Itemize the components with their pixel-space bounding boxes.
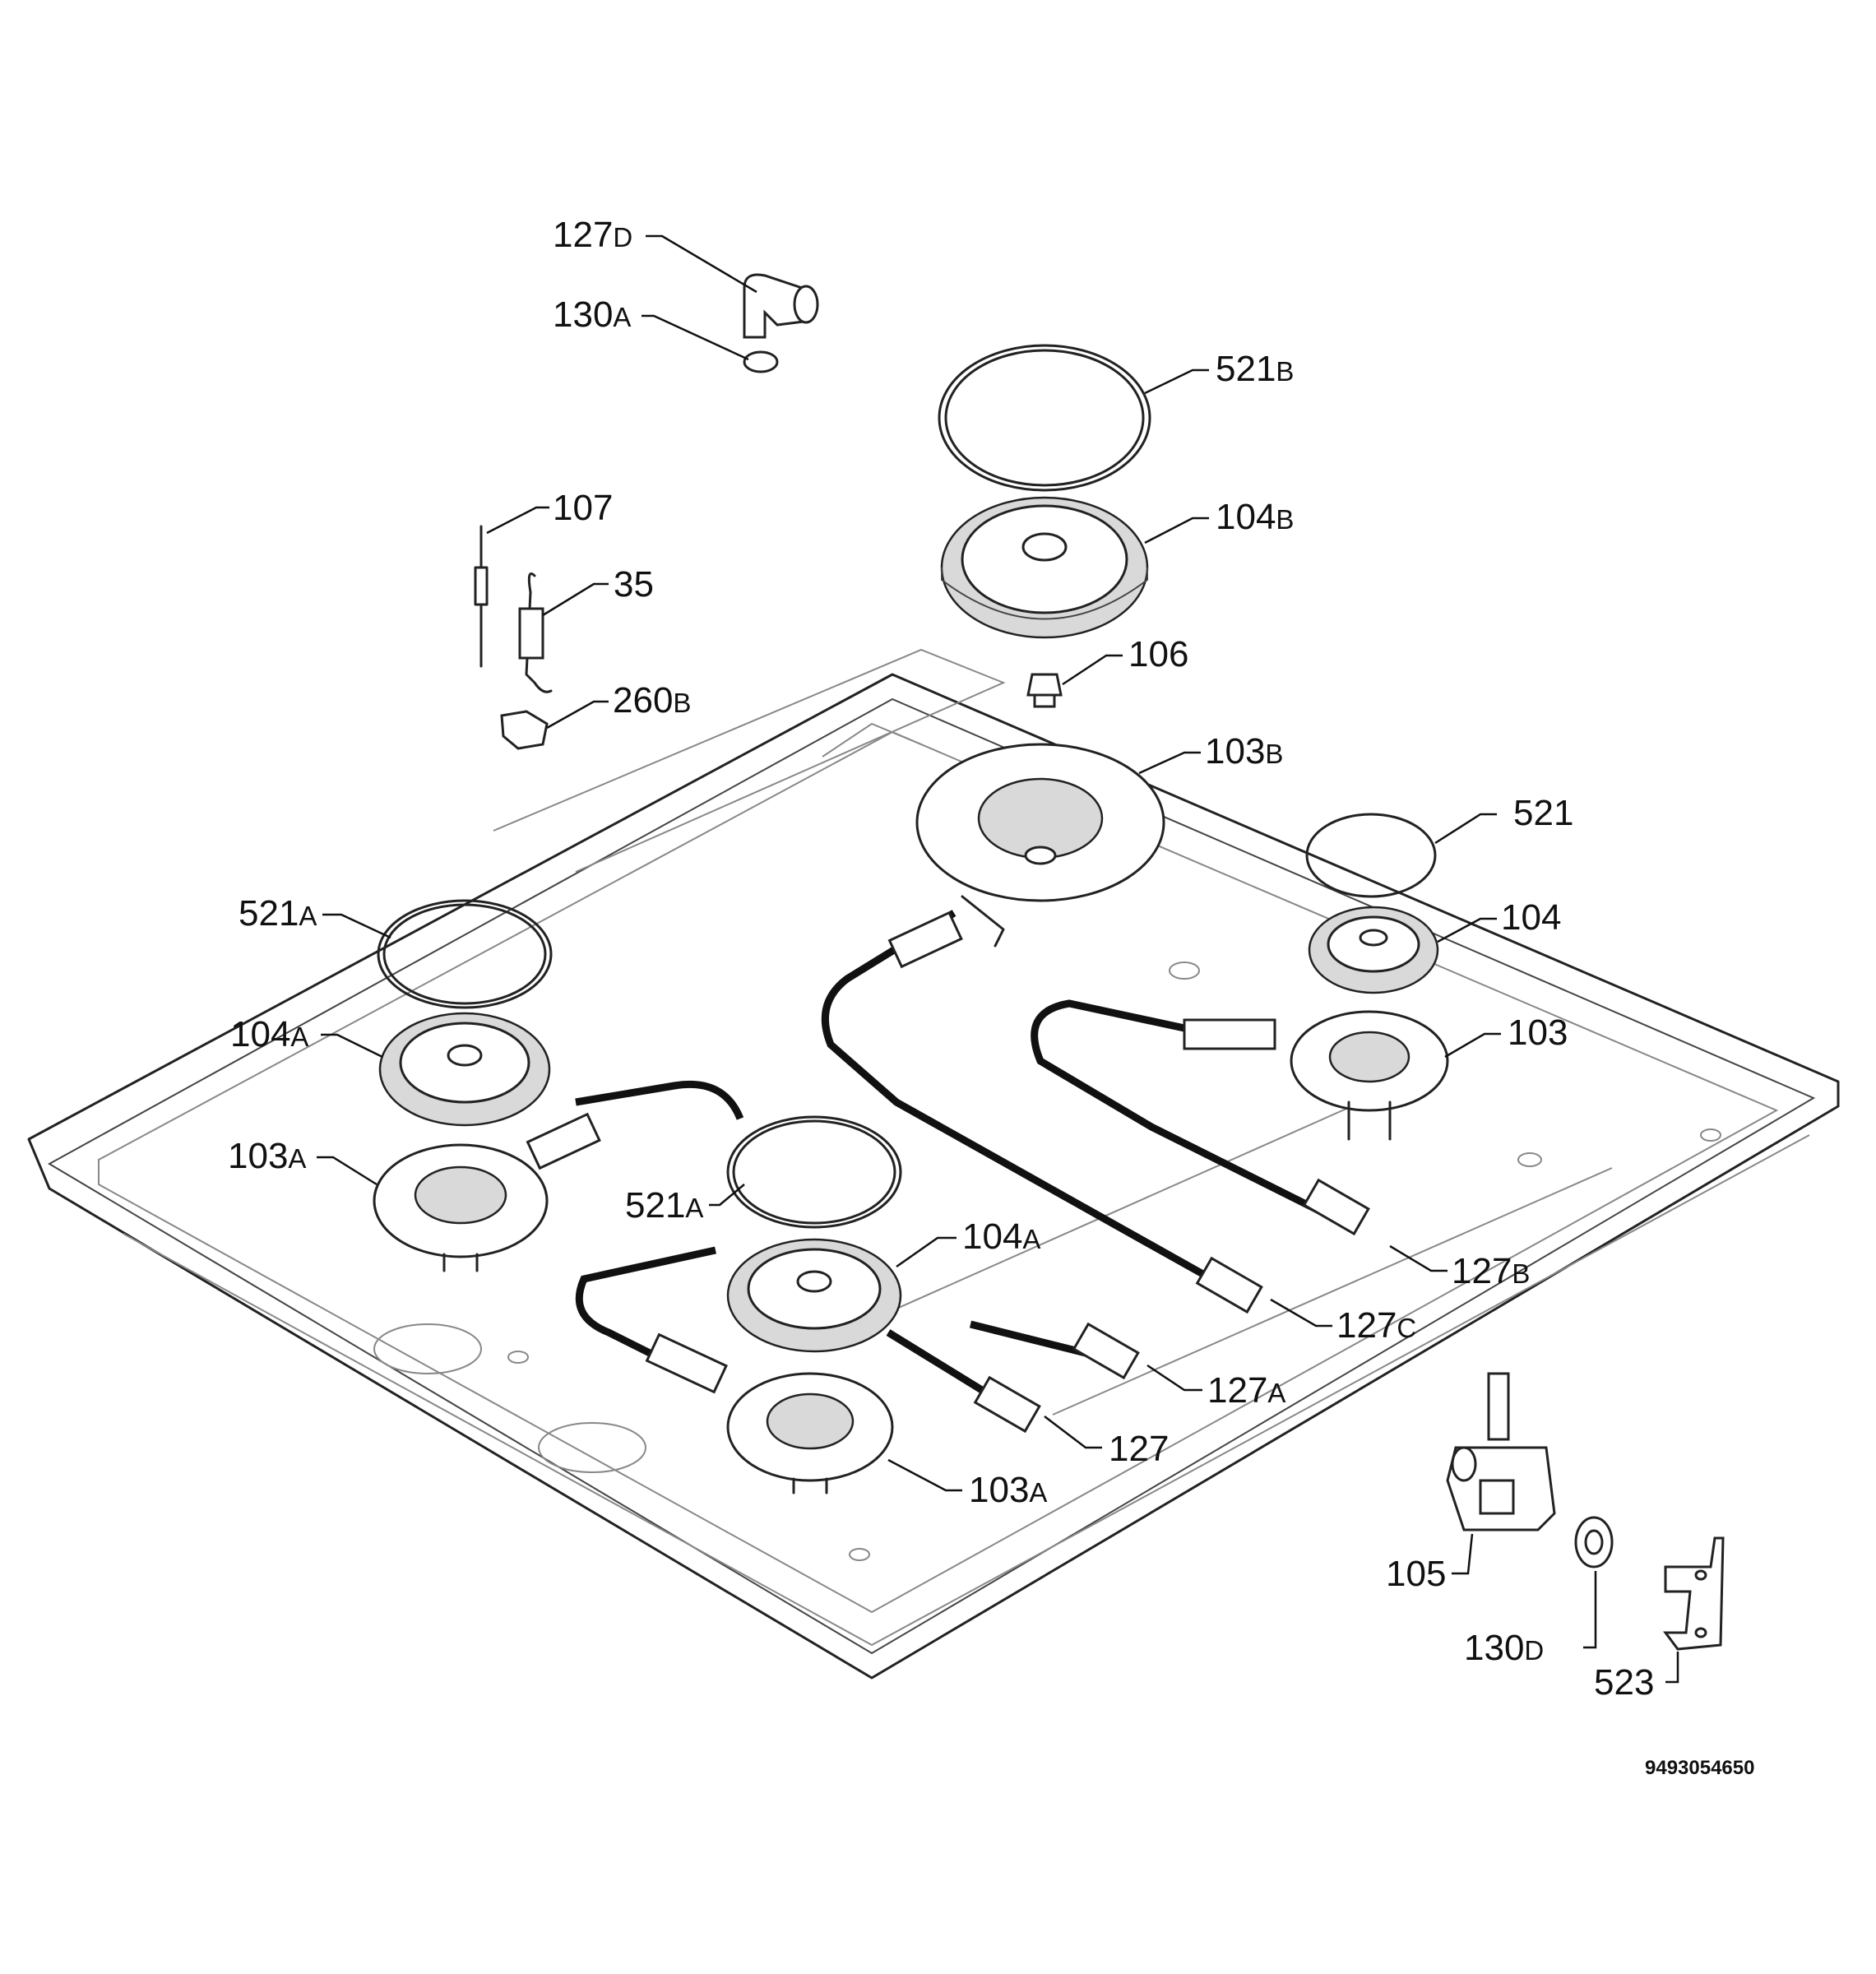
leader-lines (317, 234, 1679, 1684)
label-103a-front: 103A (969, 1470, 1047, 1510)
label-127c: 127C (1336, 1305, 1416, 1346)
gas-tap (1446, 1372, 1556, 1531)
label-104b: 104B (1216, 497, 1294, 537)
label-104: 104 (1501, 897, 1561, 938)
label-523: 523 (1594, 1662, 1654, 1703)
label-103a-left: 103A (228, 1136, 306, 1176)
retaining-clip (500, 710, 549, 750)
label-127: 127 (1109, 1429, 1169, 1469)
drawing-code: 9493054650 (1645, 1757, 1754, 1779)
label-521b: 521B (1216, 349, 1294, 389)
label-103: 103 (1508, 1012, 1568, 1053)
front-burner-crown (726, 1238, 902, 1353)
part-labels: 127D 130A 521B 107 104B 35 106 260B 103B… (228, 215, 1654, 1703)
label-130a: 130A (553, 294, 631, 335)
hob-base-tray (27, 648, 1840, 1680)
label-521a-left: 521A (239, 893, 317, 934)
small-burner-base (1290, 1010, 1449, 1141)
label-104a-front: 104A (962, 1216, 1040, 1257)
large-burner-cap-ring (938, 344, 1151, 492)
label-127b: 127B (1452, 1251, 1530, 1291)
thermocouple (474, 525, 489, 668)
ignition-electrode (518, 572, 553, 693)
injector-nozzle (1026, 673, 1063, 708)
sealing-washer-a (743, 350, 779, 373)
label-521: 521 (1513, 793, 1573, 833)
front-burner-cap-ring (726, 1115, 902, 1229)
label-35: 35 (614, 564, 654, 605)
large-burner-crown (940, 496, 1149, 639)
left-burner-cap-ring (377, 899, 553, 1009)
label-521a-front: 521A (625, 1185, 703, 1226)
front-burner-base (726, 1372, 894, 1494)
sealing-washer-d (1574, 1516, 1614, 1569)
elbow-connector (743, 273, 819, 339)
label-103b: 103B (1205, 731, 1283, 772)
label-127d: 127D (553, 215, 632, 255)
label-104a-left: 104A (230, 1014, 308, 1054)
gas-pipes (526, 910, 1370, 1434)
label-127a: 127A (1207, 1370, 1285, 1411)
label-107: 107 (553, 488, 613, 528)
label-106: 106 (1128, 634, 1188, 674)
label-130d: 130D (1464, 1628, 1544, 1668)
left-burner-crown (378, 1012, 551, 1127)
left-burner-base (373, 1143, 549, 1272)
small-burner-crown (1308, 906, 1439, 994)
label-105: 105 (1386, 1554, 1446, 1594)
mounting-bracket (1663, 1536, 1725, 1651)
large-burner-base (915, 743, 1165, 948)
small-burner-cap-ring (1305, 813, 1437, 898)
label-260b: 260B (613, 680, 691, 721)
